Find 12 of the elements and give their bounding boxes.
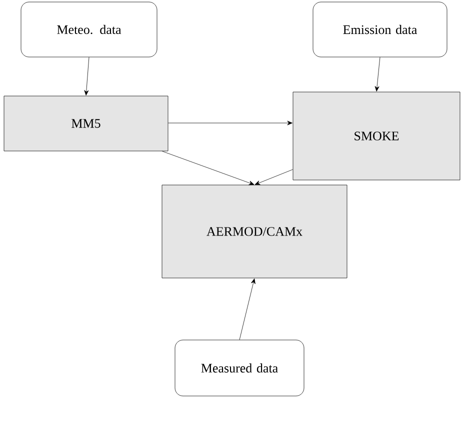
model-box: SMOKE xyxy=(292,92,460,180)
arrow xyxy=(162,151,254,186)
data-box: Measured data xyxy=(174,340,304,396)
arrow xyxy=(168,120,292,126)
arrow xyxy=(254,169,293,185)
arrow xyxy=(84,57,90,96)
data-box: Meteo. data xyxy=(20,2,158,58)
arrow xyxy=(374,57,380,92)
data-box: Emission data xyxy=(312,2,448,58)
model-box: AERMOD/CAMx xyxy=(162,184,348,278)
arrow xyxy=(239,278,256,340)
model-box: MM5 xyxy=(4,96,168,152)
